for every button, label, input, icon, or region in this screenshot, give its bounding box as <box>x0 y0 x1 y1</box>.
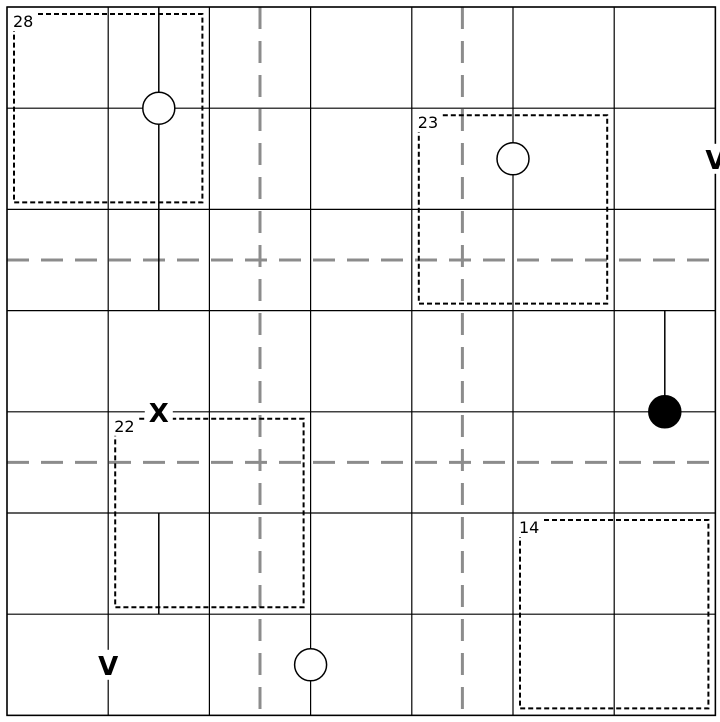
cage-sum-label: 23 <box>418 113 438 132</box>
grid-cell[interactable] <box>209 311 310 412</box>
cage-outline <box>519 519 710 710</box>
white-dot-marker <box>142 91 176 125</box>
grid-cell[interactable] <box>311 209 412 310</box>
white-dot-marker <box>293 648 328 682</box>
grid-cell[interactable] <box>412 311 513 412</box>
grid-cell[interactable] <box>513 209 614 310</box>
grid-cell[interactable] <box>7 513 108 614</box>
grid-cell[interactable] <box>209 513 310 614</box>
grid-cell[interactable] <box>311 513 412 614</box>
grid-cell[interactable] <box>513 412 614 513</box>
grid-cell[interactable] <box>311 412 412 513</box>
x-marker: X <box>149 399 169 429</box>
grid-cell[interactable] <box>614 614 715 715</box>
grid-cell[interactable] <box>614 513 715 614</box>
grid-cell[interactable] <box>412 7 513 108</box>
grid-cell[interactable] <box>209 209 310 310</box>
grid-cell[interactable] <box>7 614 108 715</box>
black-dot-marker <box>648 395 682 429</box>
grid-cell[interactable] <box>513 614 614 715</box>
cage-outline <box>114 417 305 609</box>
cage-sum-label: 28 <box>13 12 33 31</box>
grid-cell[interactable] <box>311 7 412 108</box>
white-dot-marker <box>496 142 530 176</box>
marker-background <box>701 143 720 174</box>
grid-cell[interactable] <box>209 7 310 108</box>
grid-cell[interactable] <box>614 108 715 209</box>
cage-outline <box>13 13 204 204</box>
cage-outline <box>417 114 609 305</box>
grid-cell[interactable] <box>614 209 715 310</box>
cage-label-background <box>112 415 139 436</box>
cage-label-background <box>517 517 543 537</box>
cages: 28 23 22 14 <box>11 11 710 710</box>
grid-cell[interactable] <box>7 108 108 209</box>
grid-cell[interactable] <box>7 311 108 412</box>
cage-label-background <box>11 11 37 31</box>
v-marker: V <box>98 652 118 682</box>
marker-background <box>144 396 173 427</box>
dashed-guide-lines <box>7 7 716 716</box>
grid-cell[interactable] <box>108 311 209 412</box>
grid-cell[interactable] <box>513 311 614 412</box>
grid-cell[interactable] <box>412 614 513 715</box>
grid-cell[interactable] <box>209 412 310 513</box>
v-marker: V <box>705 146 720 176</box>
grid-lines <box>6 6 717 717</box>
grid-cell[interactable] <box>7 209 108 310</box>
grid-cell[interactable] <box>513 7 614 108</box>
markers: X V V <box>94 91 720 682</box>
marker-background <box>94 649 123 680</box>
grid-cell[interactable] <box>7 412 108 513</box>
grid-cell[interactable] <box>311 108 412 209</box>
grid-border <box>6 6 717 717</box>
cage-sum-label: 22 <box>114 417 134 436</box>
grid-cell[interactable] <box>412 209 513 310</box>
cage-sum-label: 14 <box>519 518 539 537</box>
cage-label-background <box>415 112 442 133</box>
grid-cell[interactable] <box>311 311 412 412</box>
grid-cell[interactable] <box>108 614 209 715</box>
grid-cell[interactable] <box>614 7 715 108</box>
grid-cell[interactable] <box>209 108 310 209</box>
grid-cell[interactable] <box>412 412 513 513</box>
grid-cell[interactable] <box>412 513 513 614</box>
